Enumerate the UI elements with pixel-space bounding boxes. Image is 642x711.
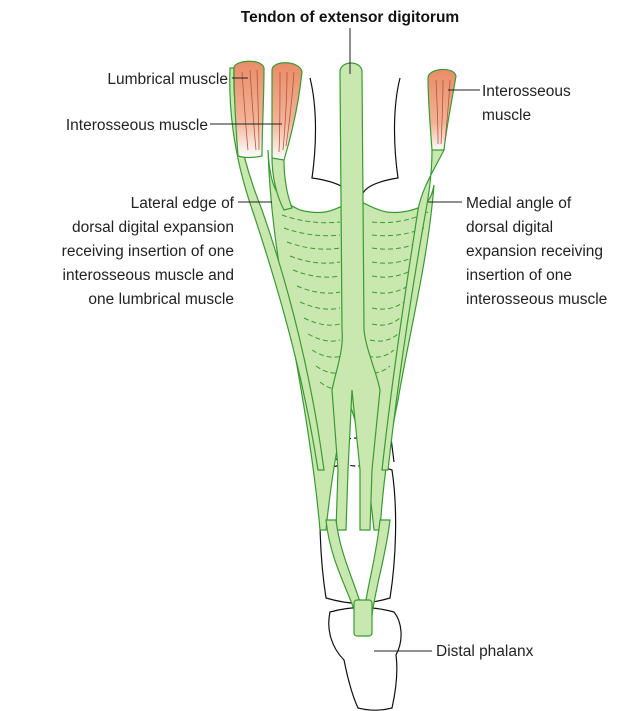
- lateral-edge-label: Lateral edge of dorsal digital expansion…: [62, 195, 235, 308]
- interosseous-muscle-right-label-line2: muscle: [482, 107, 531, 124]
- lateral-edge-label-line: interosseous muscle and: [63, 267, 234, 284]
- interosseous-muscle-left-label: Interosseous muscle: [66, 117, 208, 134]
- terminal-tendon: [354, 600, 372, 636]
- lumbrical-muscle: [234, 61, 264, 157]
- medial-angle-label-line: insertion of one: [466, 267, 572, 284]
- medial-angle-label: Medial angle of dorsal digital expansion…: [466, 195, 607, 308]
- lateral-edge-label-line: Lateral edge of: [131, 195, 235, 212]
- medial-angle-label-line: Medial angle of: [466, 195, 572, 212]
- lateral-edge-label-line: receiving insertion of one: [62, 243, 234, 260]
- lumbrical-muscle-label: Lumbrical muscle: [107, 71, 228, 88]
- interosseous-muscle-right-label-line1: Interosseous: [482, 83, 571, 100]
- lateral-edge-label-line: one lumbrical muscle: [88, 291, 234, 308]
- lateral-edge-label-line: dorsal digital expansion: [72, 219, 234, 236]
- medial-angle-label-line: interosseous muscle: [466, 291, 607, 308]
- medial-angle-label-line: expansion receiving: [466, 243, 603, 260]
- medial-angle-label-line: dorsal digital: [466, 219, 553, 236]
- distal-phalanx-label: Distal phalanx: [436, 643, 534, 660]
- title-label: Tendon of extensor digitorum: [241, 9, 459, 26]
- interosseous-muscle-right: [428, 69, 456, 151]
